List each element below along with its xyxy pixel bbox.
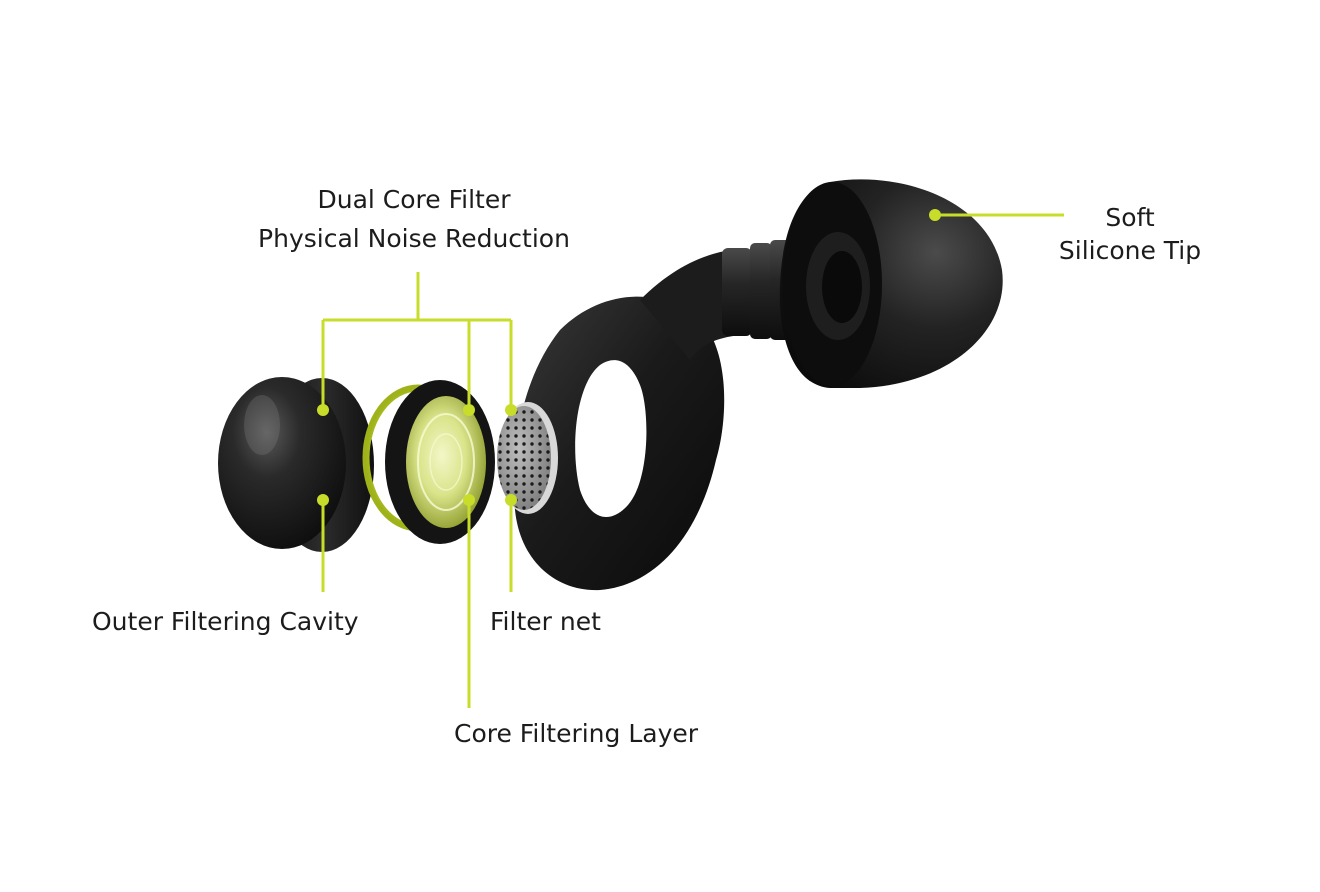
dual-core-filter-label: Dual Core Filter Physical Noise Reductio… [246,184,582,255]
soft-tip-line1: Soft [1105,203,1155,232]
soft-tip-line2: Silicone Tip [1058,235,1202,265]
earplug-body [513,238,820,591]
core-filter-component [362,380,495,544]
filter-net-disc [497,402,558,514]
outer-filtering-cavity-label: Outer Filtering Cavity [92,607,359,636]
filter-net-label: Filter net [490,607,601,636]
dual-core-title: Dual Core Filter [317,185,511,214]
outer-cavity-cap [218,377,374,552]
silicone-tip-shape [779,179,1003,388]
soft-silicone-tip-label: Soft Silicone Tip [1050,202,1210,267]
dual-core-subtitle: Physical Noise Reduction [258,223,570,253]
callout-dots [317,209,941,506]
core-filtering-layer-label: Core Filtering Layer [454,719,699,748]
callout-lines [321,213,1064,708]
